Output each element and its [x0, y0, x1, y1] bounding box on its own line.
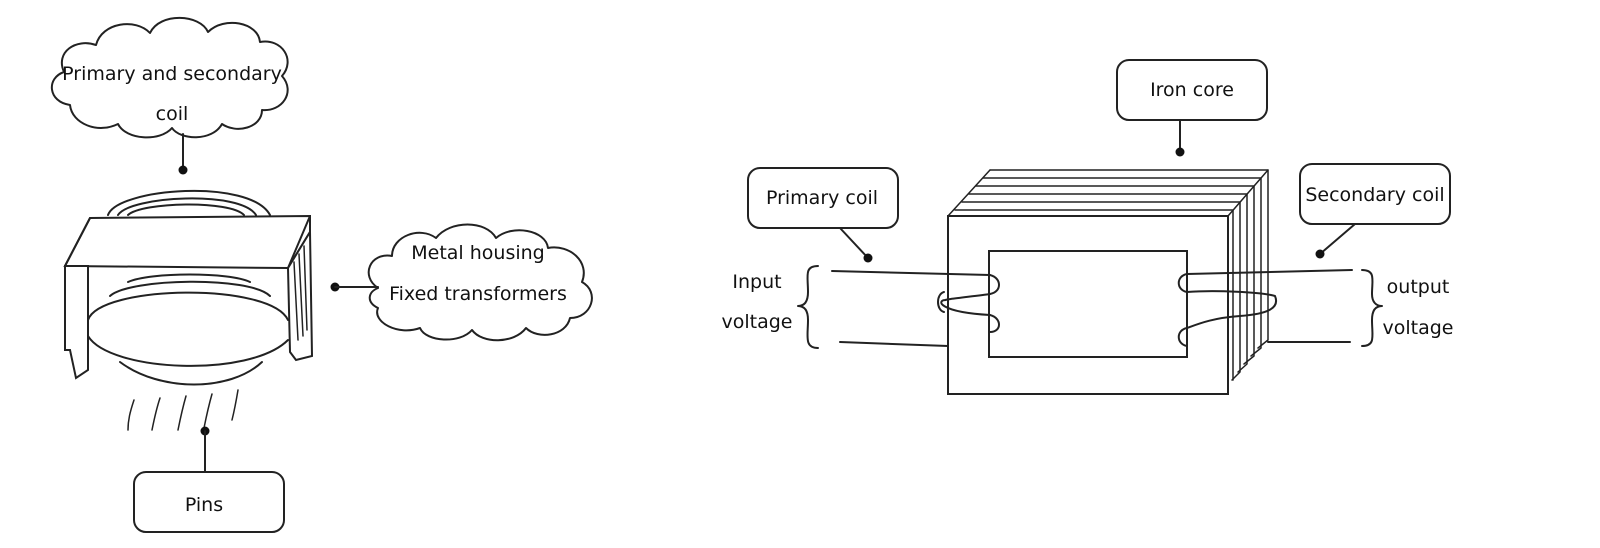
input-brace — [797, 265, 819, 349]
output-brace — [1361, 269, 1383, 347]
secondary-coil-leader-dot — [1315, 249, 1325, 259]
iron-core-drawing — [947, 169, 1269, 395]
housing-label-line1: Metal housing — [411, 242, 544, 264]
right-transformer-figure: Iron core — [722, 59, 1454, 395]
primary-coil-leader-dot — [863, 253, 873, 263]
primary-winding — [831, 270, 1000, 347]
secondary-coil-label: Secondary coil — [1305, 184, 1444, 206]
primary-coil-label: Primary coil — [766, 187, 878, 209]
coil-label-line2: coil — [156, 103, 189, 125]
small-transformer-drawing — [63, 189, 314, 431]
housing-label-line2: Fixed transformers — [389, 283, 567, 305]
left-transformer-figure: Primary and secondary coil — [50, 16, 593, 533]
coil-label-line1: Primary and secondary — [62, 63, 282, 85]
coil-leader-dot — [178, 165, 188, 175]
cloud-callout-housing: Metal housing Fixed transformers — [367, 223, 593, 342]
primary-coil-leader-line — [839, 227, 869, 259]
iron-core-window — [988, 250, 1188, 358]
input-label-line1: Input — [732, 271, 781, 293]
output-label-line2: voltage — [1383, 317, 1454, 339]
pins-label-box — [133, 471, 285, 533]
pins-label: Pins — [185, 494, 223, 516]
secondary-coil-leader-line — [1319, 223, 1356, 255]
output-label-line1: output — [1387, 276, 1450, 298]
primary-coil-label-box — [747, 167, 899, 229]
input-label-line2: voltage — [722, 311, 793, 333]
iron-core-label: Iron core — [1150, 79, 1234, 101]
cloud-callout-coil: Primary and secondary coil — [50, 16, 289, 139]
secondary-winding — [1177, 269, 1353, 347]
secondary-coil-label-box — [1299, 163, 1451, 225]
iron-core-leader-dot — [1175, 147, 1185, 157]
iron-core-label-box — [1116, 59, 1268, 121]
